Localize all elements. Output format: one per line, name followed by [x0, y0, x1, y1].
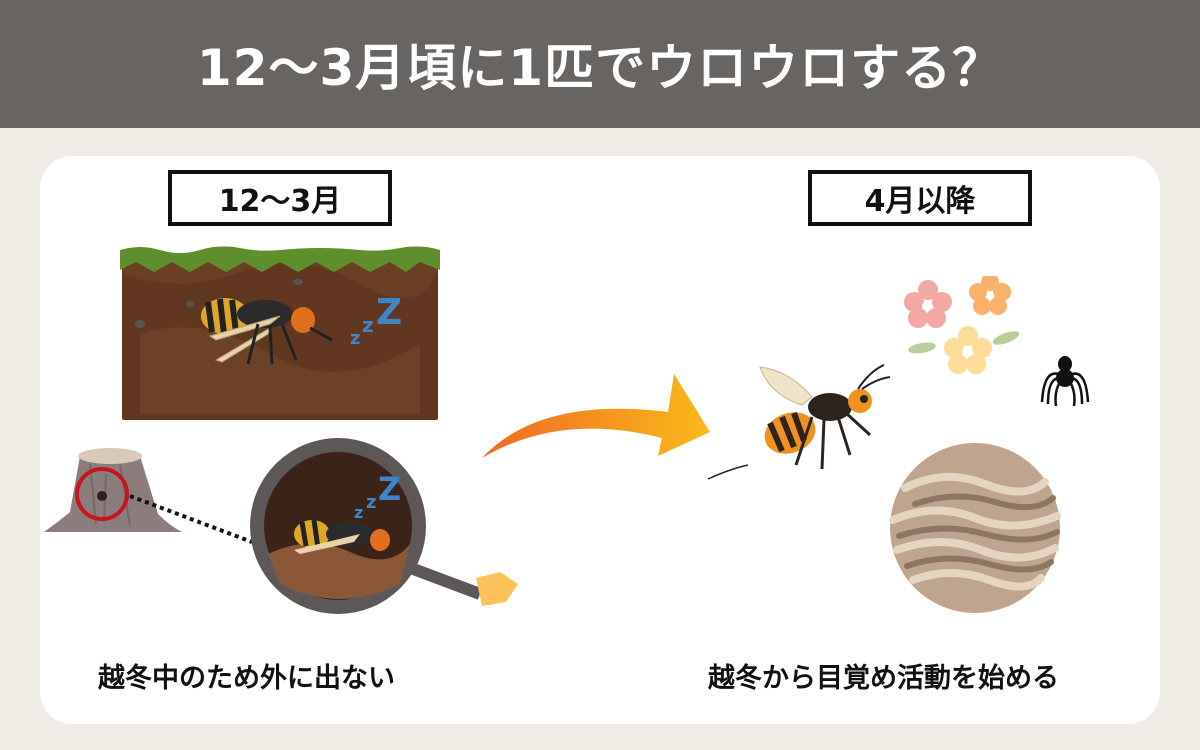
content-card: 12〜3月 z z Z [40, 156, 1160, 724]
title-banner: 12〜3月頃に1匹でウロウロする？ [0, 0, 1200, 128]
caption-winter: 越冬中のため外に出ない [98, 663, 395, 694]
label-winter-period: 12〜3月 [168, 170, 392, 226]
svg-text:Z: Z [376, 292, 402, 333]
tree-stump-illustration [44, 448, 253, 544]
magnifying-glass-illustration: z z Z [250, 438, 518, 614]
hornet-nest-illustration [889, 443, 1061, 613]
svg-text:z: z [354, 503, 363, 522]
label-spring-period: 4月以降 [808, 170, 1032, 226]
spider-icon [1040, 356, 1090, 407]
svg-text:z: z [362, 313, 374, 337]
underground-hibernation-illustration: z z Z [120, 246, 440, 420]
zzz-sleep-icon: z [350, 328, 360, 349]
page-title: 12〜3月頃に1匹でウロウロする？ [196, 39, 1004, 97]
flowers-illustration [904, 276, 1020, 374]
svg-text:z: z [366, 492, 376, 513]
svg-text:Z: Z [378, 470, 401, 508]
caption-spring: 越冬から目覚め活動を始める [708, 663, 1059, 694]
highlight-circle [75, 467, 129, 521]
transition-arrow-icon [482, 374, 710, 458]
active-hornet-illustration [707, 364, 890, 480]
